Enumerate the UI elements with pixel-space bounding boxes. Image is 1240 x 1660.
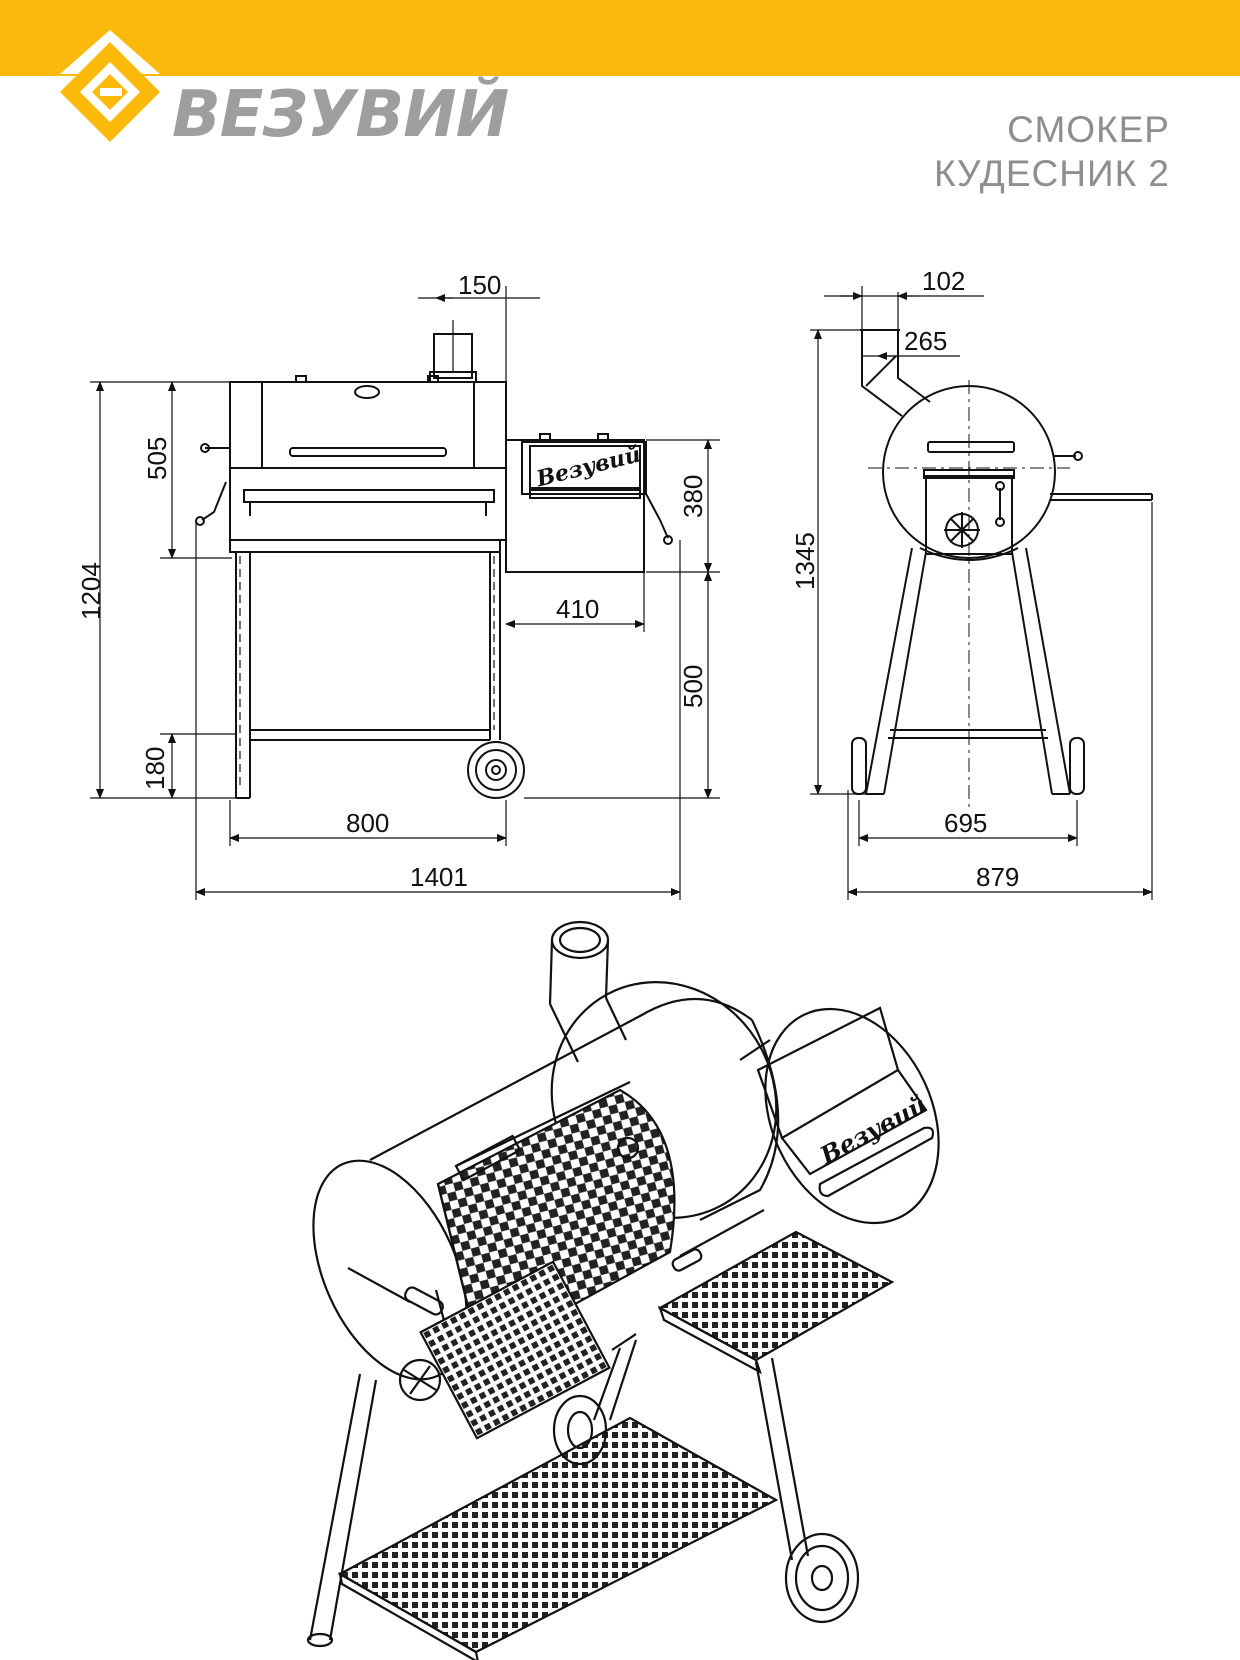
front-dimension-lines [90, 286, 720, 900]
firebox-logo-iso: Везувий [814, 1090, 931, 1170]
dim-265: 265 [904, 326, 947, 356]
dim-505: 505 [142, 437, 172, 480]
dim-695: 695 [944, 808, 987, 838]
product-title-line2: КУДЕСНИК 2 [934, 153, 1170, 194]
brand-name: ВЕЗУВИЙ [172, 78, 509, 152]
dim-1401: 1401 [410, 862, 468, 892]
side-view [851, 329, 1153, 810]
brand-logo-icon [60, 30, 160, 142]
front-view: Везувий [195, 333, 673, 799]
dim-879: 879 [976, 862, 1019, 892]
dim-500: 500 [678, 665, 708, 708]
firebox-logo-front: Везувий [533, 441, 643, 492]
dim-180: 180 [140, 747, 170, 790]
dim-1345: 1345 [790, 532, 820, 590]
dimension-labels: 150 505 1204 380 410 500 180 800 1401 10… [76, 266, 1019, 892]
dim-380: 380 [678, 475, 708, 518]
header-bar [0, 0, 1240, 76]
dim-1204: 1204 [76, 562, 106, 620]
dim-150: 150 [458, 270, 501, 300]
product-title-line1: СМОКЕР [1007, 109, 1170, 150]
dim-410: 410 [556, 594, 599, 624]
dim-800: 800 [346, 808, 389, 838]
side-dimension-lines [810, 286, 1153, 900]
product-title: СМОКЕР КУДЕСНИК 2 [934, 108, 1170, 196]
dim-102: 102 [922, 266, 965, 296]
isometric-view: Везувий [306, 920, 940, 1660]
